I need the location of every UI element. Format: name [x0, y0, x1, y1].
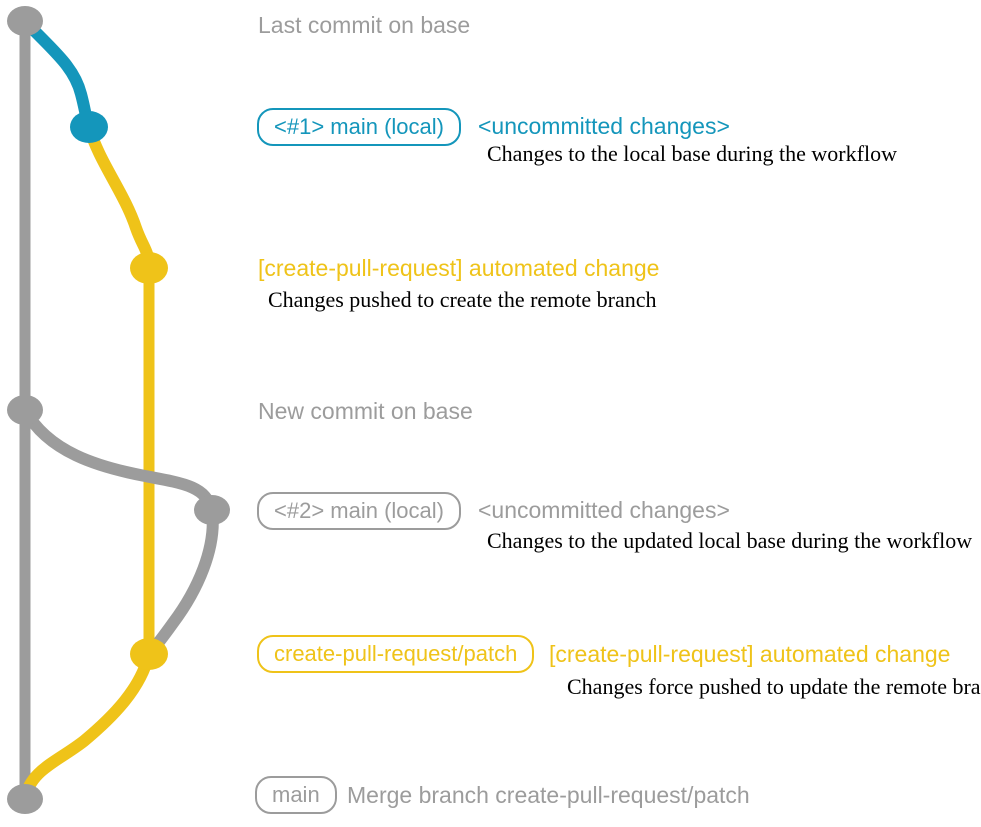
commit-node-local-2	[194, 495, 230, 525]
automated-change-heading-1: [create-pull-request] automated change	[258, 255, 660, 281]
new-commit-label: New commit on base	[258, 398, 473, 424]
commit-node-last-base	[7, 6, 43, 36]
main-local-branch-line-2	[19, 406, 218, 513]
merge-branch-label: Merge branch create-pull-request/patch	[347, 782, 750, 808]
badge-main-local-2: <#2> main (local)	[257, 492, 461, 530]
patch-merge-line	[19, 652, 155, 801]
patch-branch-line-out	[83, 125, 155, 269]
automated-change-note-1: Changes pushed to create the remote bran…	[268, 287, 657, 312]
main-local-branch-line-1	[20, 16, 95, 129]
uncommitted-changes-heading-2: <uncommitted changes>	[478, 497, 730, 523]
automated-change-note-2: Changes force pushed to update the remot…	[567, 674, 981, 699]
commit-node-local-1	[70, 111, 108, 143]
badge-patch-branch: create-pull-request/patch	[257, 635, 535, 673]
uncommitted-changes-note-1: Changes to the local base during the wor…	[487, 141, 897, 166]
automated-change-heading-2: [create-pull-request] automated change	[549, 641, 951, 667]
commit-node-patch-1	[130, 252, 168, 284]
main-local-rebase-line	[144, 509, 219, 658]
uncommitted-changes-heading-1: <uncommitted changes>	[478, 113, 730, 139]
commit-node-merge	[7, 784, 43, 814]
commit-node-new-base	[7, 395, 43, 425]
badge-main-local-1: <#1> main (local)	[257, 108, 461, 146]
last-commit-label: Last commit on base	[258, 12, 471, 38]
badge-main: main	[255, 776, 337, 814]
uncommitted-changes-note-2: Changes to the updated local base during…	[487, 528, 973, 553]
commit-node-patch-2	[130, 638, 168, 670]
